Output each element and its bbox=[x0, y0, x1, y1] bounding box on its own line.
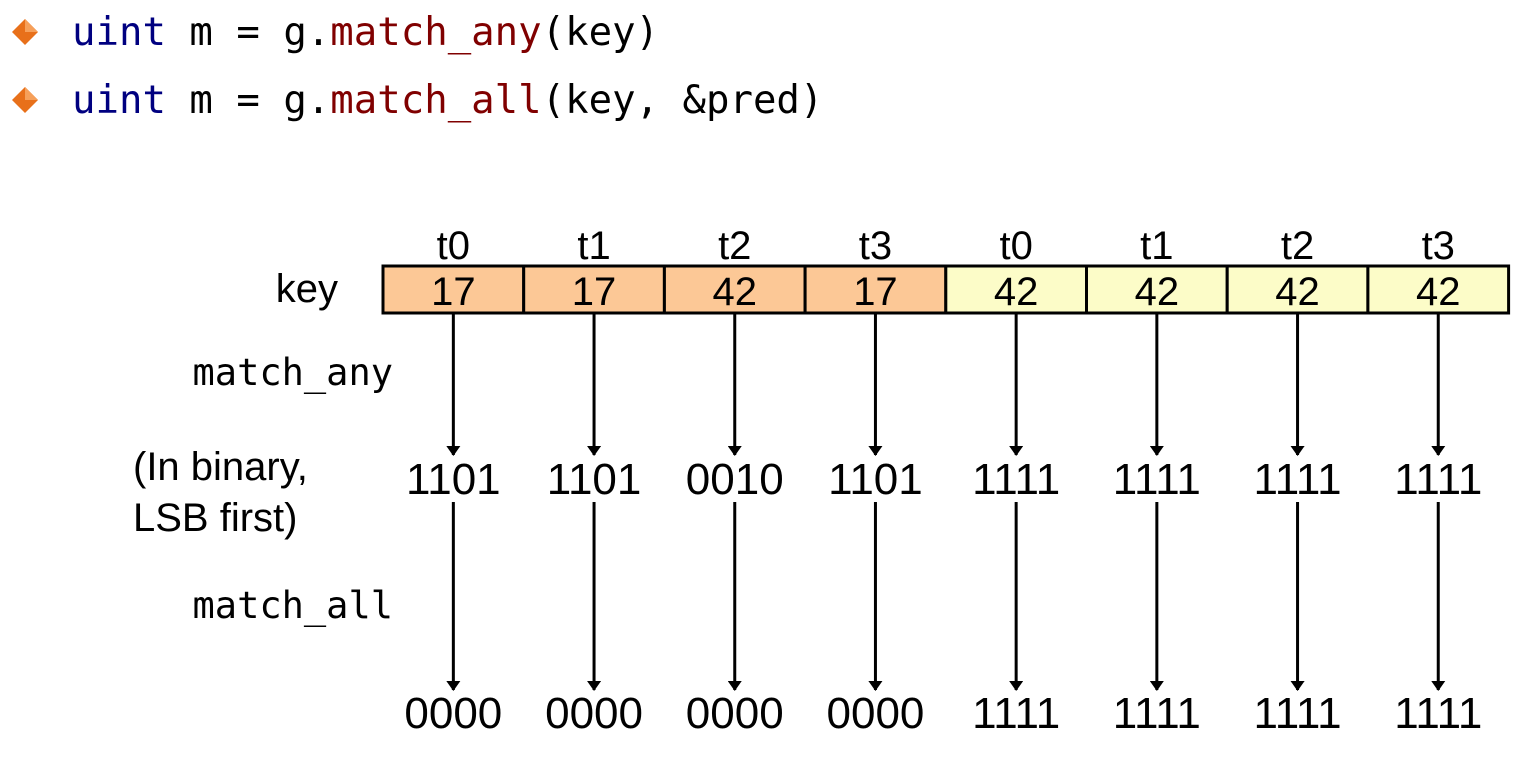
match-any-result: 1111 bbox=[1254, 455, 1342, 504]
key-value: 17 bbox=[572, 270, 617, 314]
match-all-result: 1111 bbox=[1113, 689, 1201, 738]
match-any-result: 0010 bbox=[686, 455, 784, 504]
key-value: 17 bbox=[853, 270, 898, 314]
match-all-result: 0000 bbox=[545, 689, 643, 738]
match-all-result: 0000 bbox=[827, 689, 925, 738]
thread-label: t3 bbox=[859, 224, 892, 268]
match-all-result: 1111 bbox=[1254, 689, 1342, 738]
match-any-result: 1111 bbox=[1394, 455, 1482, 504]
match-all-result: 0000 bbox=[404, 689, 502, 738]
match-any-label: match_any bbox=[193, 351, 393, 395]
key-value: 42 bbox=[1275, 270, 1320, 314]
key-value: 17 bbox=[431, 270, 476, 314]
thread-label: t1 bbox=[1140, 224, 1173, 268]
thread-label: t2 bbox=[1281, 224, 1314, 268]
match-any-result: 1111 bbox=[1113, 455, 1201, 504]
match-all-result: 1111 bbox=[972, 689, 1060, 738]
key-row-label: key bbox=[276, 267, 338, 311]
binary-note-line2: LSB first) bbox=[133, 496, 297, 540]
code-function: match_any bbox=[330, 9, 542, 55]
match-any-result: 1101 bbox=[828, 455, 923, 504]
code-keyword: uint bbox=[72, 9, 166, 55]
thread-label: t0 bbox=[999, 224, 1032, 268]
bullet-match-any: uint m = g.match_any(key) bbox=[10, 7, 659, 57]
bullet-diamond-icon bbox=[12, 87, 38, 113]
thread-label: t0 bbox=[437, 224, 470, 268]
match-all-result: 1111 bbox=[1394, 689, 1482, 738]
match-any-result: 1111 bbox=[972, 455, 1060, 504]
code-function: match_all bbox=[330, 77, 542, 123]
thread-label: t1 bbox=[577, 224, 610, 268]
code-args: (key, &pred) bbox=[541, 77, 824, 123]
code-text: m = g. bbox=[165, 77, 331, 123]
key-value: 42 bbox=[994, 270, 1039, 314]
thread-label: t3 bbox=[1422, 224, 1455, 268]
key-cell bbox=[1225, 264, 1370, 315]
key-value: 42 bbox=[713, 270, 758, 314]
binary-note-line1: (In binary, bbox=[133, 445, 308, 489]
key-cell bbox=[662, 264, 807, 315]
key-cell bbox=[1366, 264, 1511, 315]
thread-label: t2 bbox=[718, 224, 751, 268]
match-all-label: match_all bbox=[193, 584, 393, 628]
match-any-result: 1101 bbox=[406, 455, 501, 504]
key-value: 42 bbox=[1135, 270, 1180, 314]
bullet-diamond-icon bbox=[12, 19, 38, 45]
code-args: (key) bbox=[541, 9, 660, 55]
code-text: m = g. bbox=[165, 9, 331, 55]
code-keyword: uint bbox=[72, 77, 166, 123]
bullet-match-all: uint m = g.match_all(key, &pred) bbox=[10, 75, 823, 125]
match-any-result: 1101 bbox=[547, 455, 642, 504]
match-all-result: 0000 bbox=[686, 689, 784, 738]
key-value: 42 bbox=[1416, 270, 1461, 314]
